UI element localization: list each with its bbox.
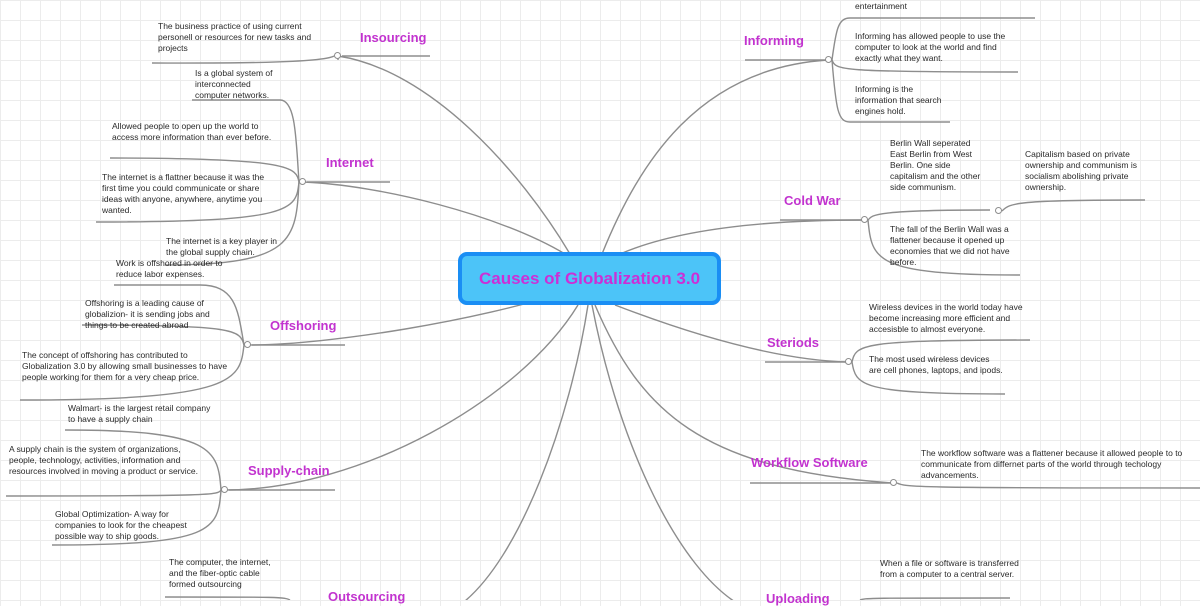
topic-steriods[interactable]: Steriods: [767, 335, 820, 350]
collapse-knob[interactable]: [845, 358, 852, 365]
note-offshoring-cause: Offshoring is a leading cause of globali…: [85, 298, 210, 330]
collapse-knob[interactable]: [995, 207, 1002, 214]
note-supply-definition: A supply chain is the system of organiza…: [9, 444, 198, 476]
note-internet-definition: Is a global system of interconnected com…: [195, 68, 273, 100]
note-supply-optimization: Global Optimization- A way for companies…: [55, 509, 187, 541]
note-workflow-flattener: The workflow software was a flattener be…: [921, 448, 1183, 480]
note-informing-search: Informing is the information that search…: [855, 84, 942, 116]
collapse-knob[interactable]: [299, 178, 306, 185]
note-insourcing-definition: The business practice of using current p…: [158, 21, 312, 53]
note-internet-supply-chain: The internet is a key player in the glob…: [166, 236, 278, 257]
collapse-knob[interactable]: [221, 486, 228, 493]
note-uploading-definition: When a file or software is transferred f…: [880, 558, 1019, 579]
topic-workflow-software[interactable]: Workflow Software: [751, 455, 868, 470]
note-steriods-devices: The most used wireless devices are cell …: [869, 354, 1003, 375]
central-topic[interactable]: Causes of Globalization 3.0: [458, 252, 721, 305]
topic-uploading[interactable]: Uploading: [766, 591, 830, 606]
topic-internet[interactable]: Internet: [326, 155, 374, 170]
note-outsourcing-formation: The computer, the internet, and the fibe…: [169, 557, 271, 589]
collapse-knob[interactable]: [244, 341, 251, 348]
collapse-knob[interactable]: [861, 216, 868, 223]
note-coldwar-berlin-wall: Berlin Wall seperated East Berlin from W…: [890, 138, 981, 192]
note-internet-flattener: The internet is a flattner because it wa…: [102, 172, 265, 215]
note-coldwar-fall: The fall of the Berlin Wall was a flatte…: [890, 224, 1010, 267]
note-offshoring-labor: Work is offshored in order to reduce lab…: [116, 258, 223, 279]
note-supply-walmart: Walmart- is the largest retail company t…: [68, 403, 211, 424]
collapse-knob[interactable]: [890, 479, 897, 486]
note-coldwar-capitalism: Capitalism based on private ownership an…: [1025, 149, 1137, 192]
topic-supply-chain[interactable]: Supply-chain: [248, 463, 330, 478]
note-internet-access: Allowed people to open up the world to a…: [112, 121, 272, 142]
collapse-knob[interactable]: [825, 56, 832, 63]
collapse-knob[interactable]: [334, 52, 341, 59]
topic-insourcing[interactable]: Insourcing: [360, 30, 427, 45]
topic-informing[interactable]: Informing: [744, 33, 804, 48]
note-informing-entertainment: entertainment: [855, 1, 907, 11]
note-offshoring-contribution: The concept of offshoring has contribute…: [22, 350, 228, 382]
note-informing-world: Informing has allowed people to use the …: [855, 31, 1006, 63]
note-steriods-wireless: Wireless devices in the world today have…: [869, 302, 1023, 334]
topic-outsourcing[interactable]: Outsourcing: [328, 589, 406, 604]
topic-offshoring[interactable]: Offshoring: [270, 318, 337, 333]
topic-cold-war[interactable]: Cold War: [784, 193, 841, 208]
